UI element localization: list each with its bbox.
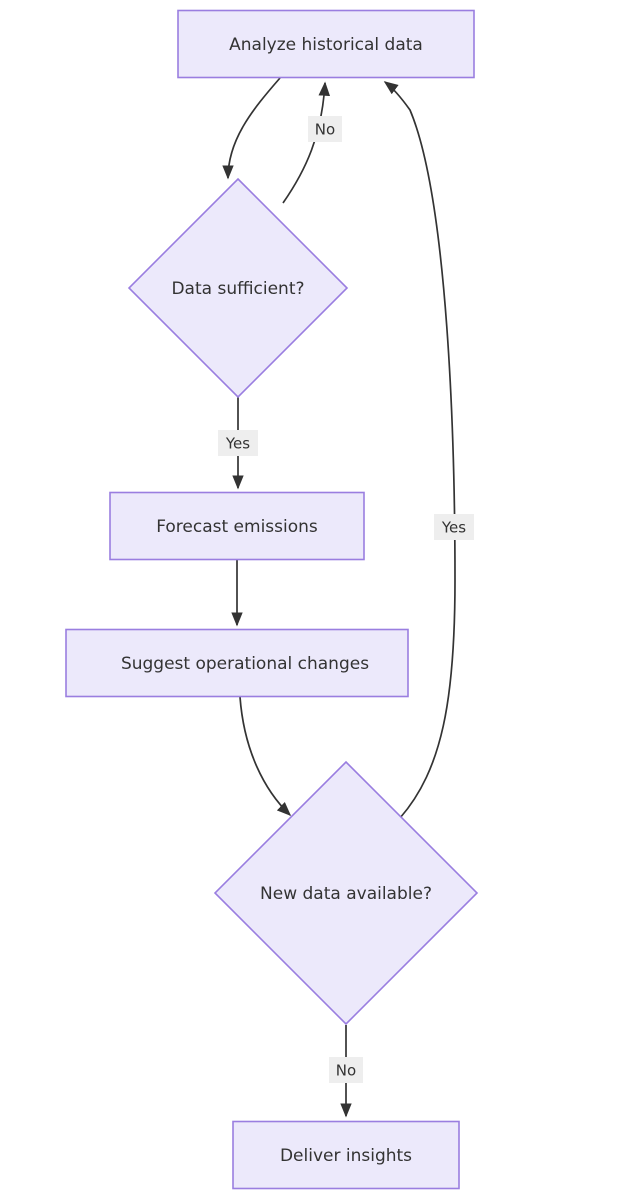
node-forecast-label: Forecast emissions [156, 517, 318, 537]
edge-suggest-to-new-data [239, 696, 292, 817]
node-data-sufficient[interactable]: Data sufficient? [127, 177, 349, 399]
edge-label-yes-forecast: Yes [218, 430, 258, 456]
edge-label-yes-forecast-text: Yes [225, 435, 250, 453]
edge-label-no-deliver: No [329, 1057, 363, 1083]
node-forecast-shape[interactable] [109, 491, 365, 561]
node-new-data-shape[interactable] [213, 760, 479, 1026]
node-deliver-shape[interactable] [232, 1120, 460, 1190]
edge-label-no-deliver-text: No [336, 1062, 356, 1080]
edge-new-data-to-analyze [383, 81, 456, 819]
node-analyze-shape[interactable] [177, 9, 475, 79]
edge-label-group: No Yes Yes No [218, 116, 474, 1083]
edge-label-no-retry-text: No [315, 121, 335, 139]
node-data-sufficient-label: Data sufficient? [171, 279, 304, 299]
edge-label-no-retry-bg [308, 116, 342, 142]
node-data-sufficient-shape[interactable] [127, 177, 349, 399]
node-suggest-operational-changes[interactable]: Suggest operational changes [65, 628, 409, 698]
edge-group [222, 77, 456, 1118]
edge-label-no-deliver-bg [329, 1057, 363, 1083]
edge-data-sufficient-to-analyze [282, 81, 331, 204]
edge-label-yes-loop: Yes [434, 514, 474, 540]
edge-label-yes-loop-bg [434, 514, 474, 540]
node-new-data-available[interactable]: New data available? [213, 760, 479, 1026]
node-deliver-label: Deliver insights [280, 1146, 412, 1166]
edge-label-no-retry: No [308, 116, 342, 142]
node-suggest-label: Suggest operational changes [121, 654, 369, 674]
node-new-data-label: New data available? [260, 884, 432, 904]
edge-label-yes-loop-text: Yes [441, 519, 466, 537]
node-deliver-insights[interactable]: Deliver insights [232, 1120, 460, 1190]
edge-analyze-to-data-sufficient [222, 77, 281, 180]
edge-label-yes-forecast-bg [218, 430, 258, 456]
node-suggest-shape[interactable] [65, 628, 409, 698]
node-group: Analyze historical data Data sufficient?… [65, 9, 479, 1190]
node-analyze-label: Analyze historical data [229, 35, 423, 55]
node-forecast-emissions[interactable]: Forecast emissions [109, 491, 365, 561]
node-analyze-historical-data[interactable]: Analyze historical data [177, 9, 475, 79]
